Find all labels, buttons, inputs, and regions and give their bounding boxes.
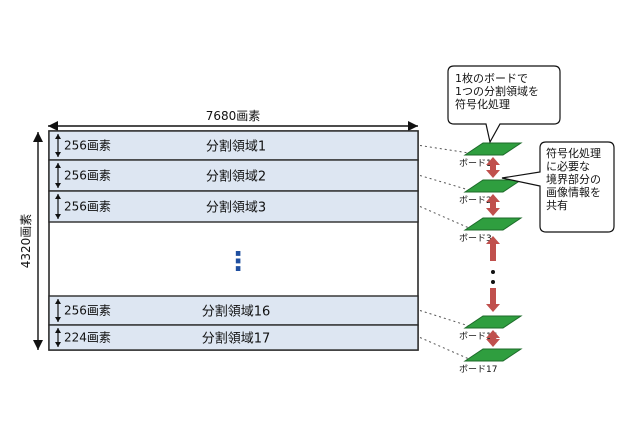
board-label: ボード2 xyxy=(459,195,492,206)
board-label: ボード3 xyxy=(459,233,492,244)
callout-right-text: 符号化処理に必要な境界部分の画像情報を共有 xyxy=(546,147,601,212)
connector-line xyxy=(419,206,470,229)
callout-right xyxy=(501,141,615,233)
height-label: 4320画素 xyxy=(19,214,33,269)
share-arrow-head-up xyxy=(486,194,500,202)
strip-4: 256画素 分割領域16 xyxy=(48,295,419,326)
strip-px-label: 224画素 xyxy=(64,331,111,345)
share-arrow-shaft xyxy=(490,243,496,261)
board-3: ボード3 xyxy=(459,217,523,244)
connector-line xyxy=(419,310,470,327)
callout-top xyxy=(447,65,561,144)
callout-right-line: に必要な xyxy=(546,160,590,173)
board-shape xyxy=(463,179,523,193)
connector-line xyxy=(419,145,470,154)
board-label: ボード16 xyxy=(459,331,498,342)
share-arrow-shaft xyxy=(490,163,496,172)
share-arrow-shaft xyxy=(490,288,496,306)
callout-right-line: 画像情報を xyxy=(546,186,601,199)
width-label: 7680画素 xyxy=(206,109,261,123)
strip-2: 256画素 分割領域2 xyxy=(48,159,419,192)
board-1: ボード1 xyxy=(459,142,523,169)
board-shape xyxy=(463,142,523,156)
callout-top-line: 1つの分割領域を xyxy=(455,85,539,98)
share-arrow-shaft xyxy=(490,200,496,210)
board-shape xyxy=(463,348,523,362)
strip-arrow-head-bottom xyxy=(55,183,61,188)
strip-region-label: 分割領域3 xyxy=(206,200,266,216)
strip-region-label: 分割領域1 xyxy=(206,139,266,155)
strip-px-label: 256画素 xyxy=(64,169,111,183)
share-arrow-head-up xyxy=(486,236,500,244)
callout-right-line: 符号化処理 xyxy=(546,147,601,160)
share-arrow-head-up xyxy=(486,157,500,165)
strip-px-label: 256画素 xyxy=(64,304,111,318)
share-arrows-group xyxy=(486,157,500,347)
callout-right-line: 境界部分の xyxy=(546,173,601,186)
share-arrow xyxy=(486,194,500,216)
gap-dot xyxy=(491,270,495,274)
boards-group: ボード1 ボード2 ボード3 ボード16 ボード17 xyxy=(459,142,523,375)
ellipsis-mark: ⋮ xyxy=(225,247,251,277)
share-arrow-head-down xyxy=(486,339,500,347)
gap-dot xyxy=(491,280,495,284)
connector-line xyxy=(419,175,470,191)
strip-arrow-head-bottom xyxy=(55,152,61,157)
height-dimension: 4320画素 xyxy=(19,132,43,350)
share-arrow-long xyxy=(486,236,500,312)
board-label: ボード17 xyxy=(459,364,497,375)
strip-rect xyxy=(48,324,419,351)
strip-rect xyxy=(48,159,419,192)
connector-line xyxy=(419,337,470,360)
share-arrow xyxy=(486,330,500,347)
strip-arrow-head-top xyxy=(55,299,61,304)
strip-arrow-head-top xyxy=(55,328,61,333)
connector-group xyxy=(419,145,470,360)
strip-arrow-head-bottom xyxy=(55,317,61,322)
board-5: ボード17 xyxy=(459,348,523,375)
strip-arrow-head-bottom xyxy=(55,214,61,219)
share-arrow-head-down xyxy=(486,208,500,216)
strip-5: 224画素 分割領域17 xyxy=(48,324,419,351)
strip-3: 256画素 分割領域3 xyxy=(48,190,419,223)
strips-group: 256画素分割領域1256画素分割領域2256画素分割領域3256画素分割領域1… xyxy=(48,130,419,351)
share-arrow xyxy=(486,157,500,178)
strip-px-label: 256画素 xyxy=(64,139,111,153)
strip-1: 256画素 分割領域1 xyxy=(48,130,419,161)
strip-region-label: 分割領域2 xyxy=(206,169,266,185)
strip-px-label: 256画素 xyxy=(64,200,111,214)
strip-rect xyxy=(48,295,419,326)
width-dimension: 7680画素 xyxy=(48,109,418,131)
callout-top-line: 1枚のボードで xyxy=(455,72,528,85)
share-arrow-head-down xyxy=(486,170,500,178)
strip-arrow-head-bottom xyxy=(55,342,61,347)
board-label: ボード1 xyxy=(459,158,492,169)
board-shape xyxy=(463,217,523,231)
strip-rect xyxy=(48,190,419,223)
strip-region-label: 分割領域17 xyxy=(202,331,271,347)
strip-rect xyxy=(48,130,419,161)
strip-region-label: 分割領域16 xyxy=(202,304,271,320)
share-arrow-head-up xyxy=(486,330,500,338)
board-shape xyxy=(463,315,523,329)
strip-arrow-head-top xyxy=(55,163,61,168)
callout-right-line: 共有 xyxy=(546,199,568,212)
board-4: ボード16 xyxy=(459,315,523,342)
share-arrow-shaft xyxy=(490,336,496,341)
strip-arrow-head-top xyxy=(55,134,61,139)
callout-top-line: 符号化処理 xyxy=(455,98,510,111)
share-arrow-head-down xyxy=(486,304,500,312)
strip-arrow-head-top xyxy=(55,194,61,199)
